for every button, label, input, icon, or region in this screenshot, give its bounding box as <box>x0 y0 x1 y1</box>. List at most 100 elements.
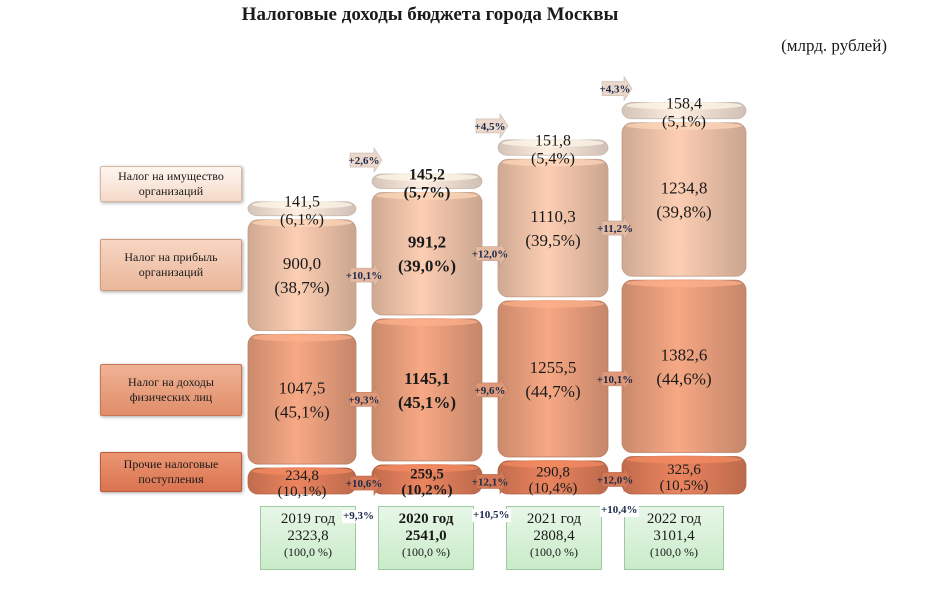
growth-label: +12,0% <box>597 474 634 486</box>
total-percent: (100,0 %) <box>530 545 578 559</box>
data-label-share: (44,7%) <box>525 382 580 401</box>
bar-cap-other-2022 <box>626 455 742 464</box>
growth-arrow-profit-tax <box>349 262 383 289</box>
data-label-share: (38,7%) <box>274 278 329 297</box>
data-label-share: (45,1%) <box>274 402 329 421</box>
bar-cap-personal-income-tax-2020 <box>376 317 478 326</box>
total-value: 2808,4 <box>533 528 575 544</box>
growth-arrow-profit-tax <box>475 240 509 267</box>
data-label-share: (5,7%) <box>404 184 451 201</box>
total-year: 2019 год <box>280 511 336 527</box>
growth-arrow-personal-income-tax <box>349 386 383 413</box>
bar-cap-property-tax-2020 <box>376 173 478 182</box>
growth-label: +10,1% <box>597 374 634 386</box>
growth-label: +2,6% <box>348 155 379 167</box>
bar-cap-profit-tax-2021 <box>502 158 604 167</box>
growth-label: +9,6% <box>474 385 505 397</box>
total-box-2020: 2020 год 2541,0 (100,0 %) <box>378 506 474 570</box>
growth-label: +4,5% <box>474 121 505 133</box>
growth-arrow-property-tax <box>349 147 383 174</box>
category-label-personal-income-tax: Налог на доходы физических лиц <box>100 364 242 416</box>
bar-cap-personal-income-tax-2019 <box>252 333 352 342</box>
bar-cap-profit-tax-2022 <box>626 121 742 130</box>
bar-profit-tax-2019 <box>247 219 357 331</box>
total-growth-label: +10,4% <box>600 504 639 517</box>
growth-label: +12,0% <box>472 249 509 261</box>
category-label-property-tax: Налог на имущество организаций <box>100 166 242 202</box>
growth-arrow-personal-income-tax <box>475 376 509 403</box>
chart-title: Налоговые доходы бюджета города Москвы <box>241 4 619 25</box>
growth-arrow-other <box>475 468 509 495</box>
bar-cap-profit-tax-2019 <box>252 218 352 227</box>
total-percent: (100,0 %) <box>284 545 332 559</box>
data-label-value: 151,8 <box>535 133 571 150</box>
total-year: 2020 год <box>398 511 454 527</box>
growth-label: +9,3% <box>348 394 379 406</box>
growth-label: +4,3% <box>599 84 630 96</box>
growth-label: +10,6% <box>346 478 383 490</box>
growth-arrow-profit-tax <box>601 215 633 242</box>
growth-label: +11,2% <box>597 223 633 235</box>
bar-profit-tax-2022 <box>621 122 747 277</box>
data-label-value: 1047,5 <box>279 378 326 397</box>
data-label-share: (10,1%) <box>278 484 327 500</box>
total-box-2021: 2021 год 2808,4 (100,0 %) <box>506 506 602 570</box>
data-label-share: (5,4%) <box>531 151 575 168</box>
bar-profit-tax-2020 <box>371 192 483 316</box>
bar-cap-property-tax-2021 <box>502 138 604 147</box>
data-label-value: 325,6 <box>667 462 701 478</box>
data-label-share: (5,1%) <box>662 114 706 131</box>
data-label-share: (39,8%) <box>656 202 711 221</box>
data-label-value: 1110,3 <box>530 207 576 226</box>
data-label-share: (10,5%) <box>660 478 709 494</box>
data-label-share: (6,1%) <box>280 212 324 229</box>
bar-cap-other-2019 <box>252 467 352 476</box>
growth-label: +12,1% <box>472 476 509 488</box>
data-label-value: 900,0 <box>283 254 321 273</box>
data-label-value: 158,4 <box>666 96 702 113</box>
bar-cap-other-2020 <box>376 463 478 472</box>
category-label-other-tax: Прочие налоговые поступления <box>100 452 242 492</box>
data-label-value: 290,8 <box>536 464 570 480</box>
data-label-value: 1234,8 <box>661 178 708 197</box>
data-label-share: (10,4%) <box>529 480 578 496</box>
bar-profit-tax-2021 <box>497 158 609 298</box>
data-label-share: (39,5%) <box>525 231 580 250</box>
data-label-share: (45,1%) <box>398 393 456 412</box>
total-year: 2022 год <box>646 511 702 527</box>
data-label-value: 145,2 <box>409 166 445 183</box>
bar-cap-profit-tax-2020 <box>376 191 478 200</box>
growth-arrow-property-tax <box>475 112 509 139</box>
data-label-share: (10,2%) <box>401 482 452 498</box>
data-label-value: 991,2 <box>408 233 446 252</box>
data-label-share: (44,6%) <box>656 369 711 388</box>
chart-unit: (млрд. рублей) <box>781 36 887 55</box>
bar-cap-other-2021 <box>502 459 604 468</box>
total-growth-label: +9,3% <box>342 510 376 523</box>
data-label-value: 1145,1 <box>404 369 450 388</box>
total-growth-label: +10,5% <box>472 509 511 522</box>
data-label-value: 259,5 <box>410 466 444 482</box>
growth-arrow-other <box>601 466 633 493</box>
bar-cap-property-tax-2022 <box>626 101 742 110</box>
growth-arrow-other <box>349 470 383 497</box>
total-percent: (100,0 %) <box>402 545 450 559</box>
data-label-value: 1255,5 <box>530 358 577 377</box>
bar-personal-income-tax-2022 <box>621 279 747 453</box>
total-value: 2323,8 <box>287 528 329 544</box>
bar-personal-income-tax-2021 <box>497 300 609 458</box>
total-box-2019: 2019 год 2323,8 (100,0 %) <box>260 506 356 570</box>
total-value: 3101,4 <box>653 528 695 544</box>
total-box-2022: 2022 год 3101,4 (100,0 %) <box>624 506 724 570</box>
growth-arrow-personal-income-tax <box>601 365 633 392</box>
category-label-profit-tax: Налог на прибыль организаций <box>100 239 242 291</box>
bar-cap-personal-income-tax-2021 <box>502 299 604 308</box>
bar-cap-personal-income-tax-2022 <box>626 279 742 288</box>
data-label-value: 234,8 <box>285 468 319 484</box>
data-label-share: (39,0%) <box>398 257 456 276</box>
bar-cap-property-tax-2019 <box>252 200 352 209</box>
growth-arrow-property-tax <box>601 75 633 102</box>
total-year: 2021 год <box>526 511 582 527</box>
data-label-value: 1382,6 <box>661 345 708 364</box>
